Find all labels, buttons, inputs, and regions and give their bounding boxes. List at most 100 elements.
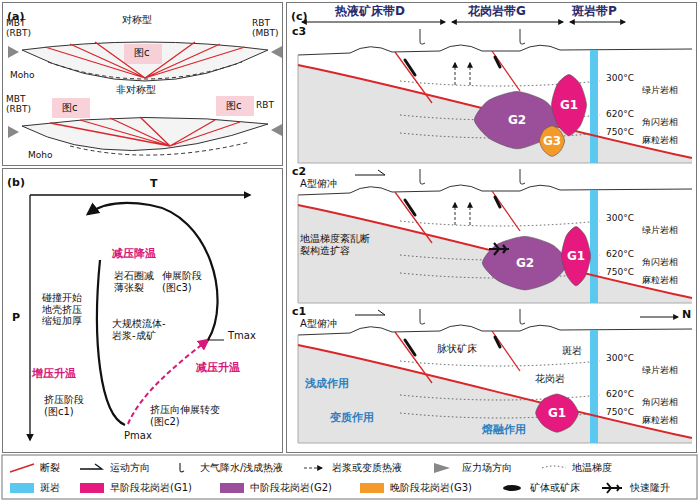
figure-label: 角闪岩相 <box>642 397 678 407</box>
figure-label: RBT <box>256 100 274 110</box>
figure-label: 花岗岩 <box>535 373 565 385</box>
legend-item: 大气降水/浅成热液 <box>168 461 283 475</box>
granite-label: G2 <box>516 256 534 270</box>
legend-text: 运动方向 <box>110 461 150 475</box>
granite-body: G2 <box>479 233 571 293</box>
figure-label: 620°C <box>606 389 634 399</box>
granite-body: G1 <box>559 223 593 289</box>
figure-label: 热液矿床带D <box>335 5 405 19</box>
figure-label: P <box>12 312 20 325</box>
figure-label: 620°C <box>606 249 634 259</box>
figure-label: 地温梯度紊乱断裂构造扩容 <box>300 233 370 256</box>
granite-label: G2 <box>508 113 526 127</box>
symmetric-orogen-sketch <box>8 42 282 81</box>
figure-label: 增压升温 <box>32 368 76 381</box>
figure-label: Tmax <box>228 330 256 342</box>
figure-label: 620°C <box>606 109 634 119</box>
figure-label: 300°C <box>606 73 634 83</box>
figure-label: 减压降温 <box>112 248 156 261</box>
legend-item: 断裂 <box>8 461 60 475</box>
granite-label: G1 <box>560 98 578 112</box>
figure-label: 麻粒岩相 <box>642 275 678 285</box>
granite-label: G1 <box>548 406 566 420</box>
figure-label: 角闪岩相 <box>642 117 678 127</box>
legend-sample <box>168 462 196 474</box>
figure-label: 花岗岩带G <box>468 5 526 19</box>
figure-label: 脉状矿床 <box>437 343 477 355</box>
figure-label: 图c <box>226 100 242 112</box>
color-swatch <box>360 483 384 493</box>
figure-label: 绿片岩相 <box>642 85 678 95</box>
granite-body: G1 <box>533 391 581 435</box>
figure-label: 熔融作用 <box>482 424 526 437</box>
legend-sample <box>358 482 386 494</box>
figure-label: 绿片岩相 <box>642 365 678 375</box>
cross-section <box>298 29 692 163</box>
legend-frame <box>2 455 697 499</box>
legend-sample <box>78 462 106 474</box>
legend-text: 中阶段花岗岩(G2) <box>250 481 332 495</box>
zone-arrows <box>302 22 625 23</box>
figure-label: 浅成作用 <box>305 378 349 391</box>
legend-sample <box>218 482 246 494</box>
figure-label: MBT (RBT) <box>6 18 38 39</box>
legend-item: 早阶段花岗岩(G1) <box>78 481 192 495</box>
legend-sample <box>498 482 526 494</box>
granite-body: G3 <box>537 123 567 159</box>
cross-section <box>298 169 692 303</box>
figure-label: 图c <box>62 102 78 114</box>
legend-text: 大气降水/浅成热液 <box>200 461 283 475</box>
legend-item: 矿体或矿床 <box>498 481 580 495</box>
figure-label: 非对称型 <box>116 84 156 96</box>
uplift-symbol <box>489 243 509 255</box>
legend-item: 中阶段花岗岩(G2) <box>218 481 332 495</box>
panel-label: (b) <box>7 176 25 189</box>
legend-sample <box>598 482 626 494</box>
legend-text: 斑岩 <box>40 481 60 495</box>
figure-label: A型俯冲 <box>300 318 337 330</box>
legend-text: 快速隆升 <box>630 481 670 495</box>
figure-label: A型俯冲 <box>300 178 337 190</box>
pt-path <box>30 195 250 440</box>
figure-label: c3 <box>292 26 306 39</box>
cross-section <box>298 309 692 443</box>
panel-label: (c) <box>291 10 308 23</box>
figure-label: 挤压阶段 (图c1) <box>44 394 92 417</box>
legend-item: 应力场方向 <box>430 461 512 475</box>
legend-text: 应力场方向 <box>462 461 512 475</box>
figure-label: 麻粒岩相 <box>642 135 678 145</box>
legend-item: 地温梯度 <box>540 461 612 475</box>
legend-text: 岩浆或变质热液 <box>332 461 402 475</box>
figure-label: 角闪岩相 <box>642 257 678 267</box>
figure-label: Moho <box>28 150 52 160</box>
figure-label: 挤压向伸展转变 (图c2) <box>150 404 226 427</box>
figure-label: 绿片岩相 <box>642 225 678 235</box>
legend-sample <box>78 482 106 494</box>
color-swatch <box>10 483 34 493</box>
figure-label: 碰撞开始地壳挤压缩短加厚 <box>42 292 88 327</box>
figure-label: Moho <box>10 70 34 80</box>
figure-label: 图c <box>134 47 150 59</box>
color-swatch <box>80 483 104 493</box>
legend-text: 晚阶段花岗岩(G3) <box>390 481 472 495</box>
figure-label: 麻粒岩相 <box>642 415 678 425</box>
figure-label: 750°C <box>606 127 634 137</box>
legend-item: 快速隆升 <box>598 481 670 495</box>
figure-label: 减压升温 <box>196 362 240 375</box>
figure-label: Pmax <box>124 430 152 442</box>
figure-label: 300°C <box>606 353 634 363</box>
legend-sample <box>8 462 36 474</box>
legend-text: 早阶段花岗岩(G1) <box>110 481 192 495</box>
legend-text: 矿体或矿床 <box>530 481 580 495</box>
figure-label: 750°C <box>606 267 634 277</box>
figure-label: 对称型 <box>122 14 152 26</box>
figure-label: RBT (MBT) <box>252 18 284 39</box>
legend-item: 斑岩 <box>8 481 60 495</box>
figure-label: 斑岩带P <box>572 5 617 19</box>
granite-label: G3 <box>543 134 561 148</box>
legend-item: 岩浆或变质热液 <box>300 461 402 475</box>
asymmetric-orogen-sketch <box>8 96 282 155</box>
legend-text: 地温梯度 <box>572 461 612 475</box>
granite-label: G1 <box>567 249 585 263</box>
figure-label: 伸展阶段 (图c3) <box>162 270 206 293</box>
